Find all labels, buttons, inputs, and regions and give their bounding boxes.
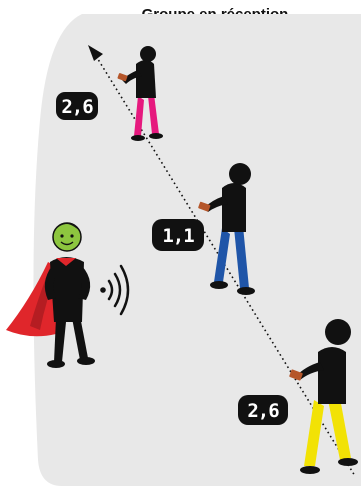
reading-badge-middle: 1,1	[152, 219, 204, 251]
reading-value-top: 2,6	[61, 96, 93, 118]
reading-value-bottom: 2,6	[247, 400, 279, 422]
reading-value-middle: 1,1	[162, 225, 194, 247]
reading-badge-bottom: 2,6	[238, 395, 288, 425]
presenter-face	[53, 223, 81, 251]
reading-badge-top: 2,6	[56, 92, 98, 120]
